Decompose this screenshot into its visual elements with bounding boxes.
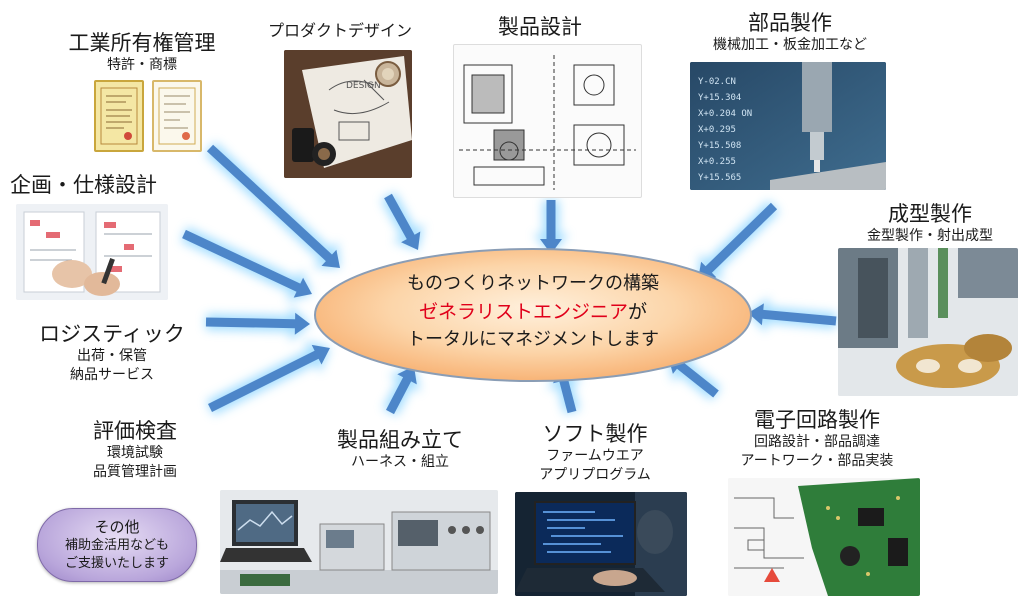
ip-sub: 特許・商標 (107, 57, 177, 73)
arrow-from-circuit (668, 356, 719, 398)
other-support-bubble: その他 補助金活用なども ご支援いたします (37, 508, 197, 582)
test-equipment-image (220, 490, 498, 594)
center-line-2: ゼネラリストエンジニアが (312, 298, 754, 326)
product-spec-design-title: 製品設計 (498, 15, 582, 39)
center-ellipse: ものつくりネットワークの構築 ゼネラリストエンジニアが トータルにマネジメントし… (312, 246, 754, 384)
arrow-from-ip (206, 144, 340, 268)
svg-text:DESIGN: DESIGN (346, 81, 381, 91)
other-line-3: ご支援いたします (64, 556, 169, 571)
planning-document-image (16, 204, 168, 300)
svg-text:X+0.204 ON: X+0.204 ON (698, 109, 752, 119)
item-planning: 企画・仕様設計 (10, 172, 190, 198)
circuit-board-image (728, 478, 920, 596)
arrow-from-product-spec-design (540, 200, 562, 254)
planning-title: 企画・仕様設計 (10, 173, 157, 197)
engineering-drawing-image (453, 44, 642, 198)
logistics-sub1: 出荷・保管 (77, 348, 147, 364)
arrow-from-parts (698, 202, 778, 280)
trademark-certificate-image (152, 80, 202, 152)
item-evaluation: 評価検査 環境試験 品質管理計画 (60, 418, 210, 482)
other-line-2: 補助金活用なども (64, 538, 169, 553)
center-line-2-suffix: が (628, 301, 648, 323)
item-logistics: ロジスティック 出荷・保管 納品サービス (22, 321, 202, 385)
software-sub2: アプリプログラム (539, 467, 651, 483)
molding-title: 成型製作 (888, 202, 972, 226)
arrow-from-assembly (386, 366, 417, 415)
item-circuit: 電子回路製作 回路設計・部品調達 アートワーク・部品実装 (712, 407, 922, 471)
svg-text:X+0.295: X+0.295 (698, 125, 736, 135)
svg-text:Y+15.304: Y+15.304 (698, 93, 741, 103)
circuit-title: 電子回路製作 (754, 408, 880, 432)
evaluation-sub2: 品質管理計画 (93, 464, 177, 480)
item-assembly: 製品組み立て ハーネス・組立 (300, 427, 500, 472)
software-laptop-image (515, 492, 687, 596)
parts-sub: 機械加工・板金加工など (713, 37, 867, 53)
svg-text:Y-02.CN: Y-02.CN (698, 77, 736, 87)
product-design-image: DESIGN (284, 50, 412, 178)
cnc-machining-image: Y-02.CN Y+15.304 X+0.204 ON X+0.295 Y+15.5… (690, 62, 886, 190)
circuit-sub2: アートワーク・部品実装 (740, 453, 894, 469)
circuit-sub1: 回路設計・部品調達 (754, 434, 880, 450)
product-design-title: プロダクトデザイン (267, 21, 412, 40)
item-product-design: プロダクトデザイン (250, 20, 430, 42)
item-software: ソフト製作 ファームウエア アプリプログラム (510, 421, 680, 485)
software-sub1: ファームウエア (546, 448, 644, 464)
molding-machine-image (838, 248, 1018, 396)
other-line-1: その他 (94, 518, 140, 536)
logistics-sub2: 納品サービス (70, 367, 154, 383)
arrow-from-product-design (384, 193, 421, 250)
item-parts-production: 部品製作 機械加工・板金加工など (690, 10, 890, 55)
item-ip-management: 工業所有権管理 特許・商標 (52, 30, 232, 75)
ip-title: 工業所有権管理 (68, 31, 216, 55)
arrow-from-logistics (205, 312, 310, 335)
molding-sub: 金型製作・射出成型 (867, 228, 993, 244)
arrow-from-evaluation (208, 344, 330, 412)
assembly-sub: ハーネス・組立 (351, 454, 449, 470)
logistics-title: ロジスティック (39, 322, 185, 346)
svg-text:X+0.255: X+0.255 (698, 157, 736, 167)
item-product-spec-design: 製品設計 (470, 14, 610, 40)
assembly-title: 製品組み立て (337, 428, 463, 452)
arrow-from-planning (182, 229, 312, 298)
parts-title: 部品製作 (748, 11, 832, 35)
evaluation-sub1: 環境試験 (107, 445, 163, 461)
item-molding: 成型製作 金型製作・射出成型 (840, 201, 1020, 246)
arrow-from-molding (748, 303, 837, 326)
software-title: ソフト製作 (542, 422, 648, 446)
svg-text:Y+15.565: Y+15.565 (698, 173, 741, 183)
evaluation-title: 評価検査 (93, 419, 177, 443)
generalist-engineer: ゼネラリストエンジニア (418, 301, 628, 323)
center-line-1: ものつくりネットワークの構築 (407, 273, 659, 294)
center-line-3: トータルにマネジメントします (407, 329, 659, 350)
patent-certificate-image (94, 80, 144, 152)
svg-text:Y+15.508: Y+15.508 (698, 141, 741, 151)
